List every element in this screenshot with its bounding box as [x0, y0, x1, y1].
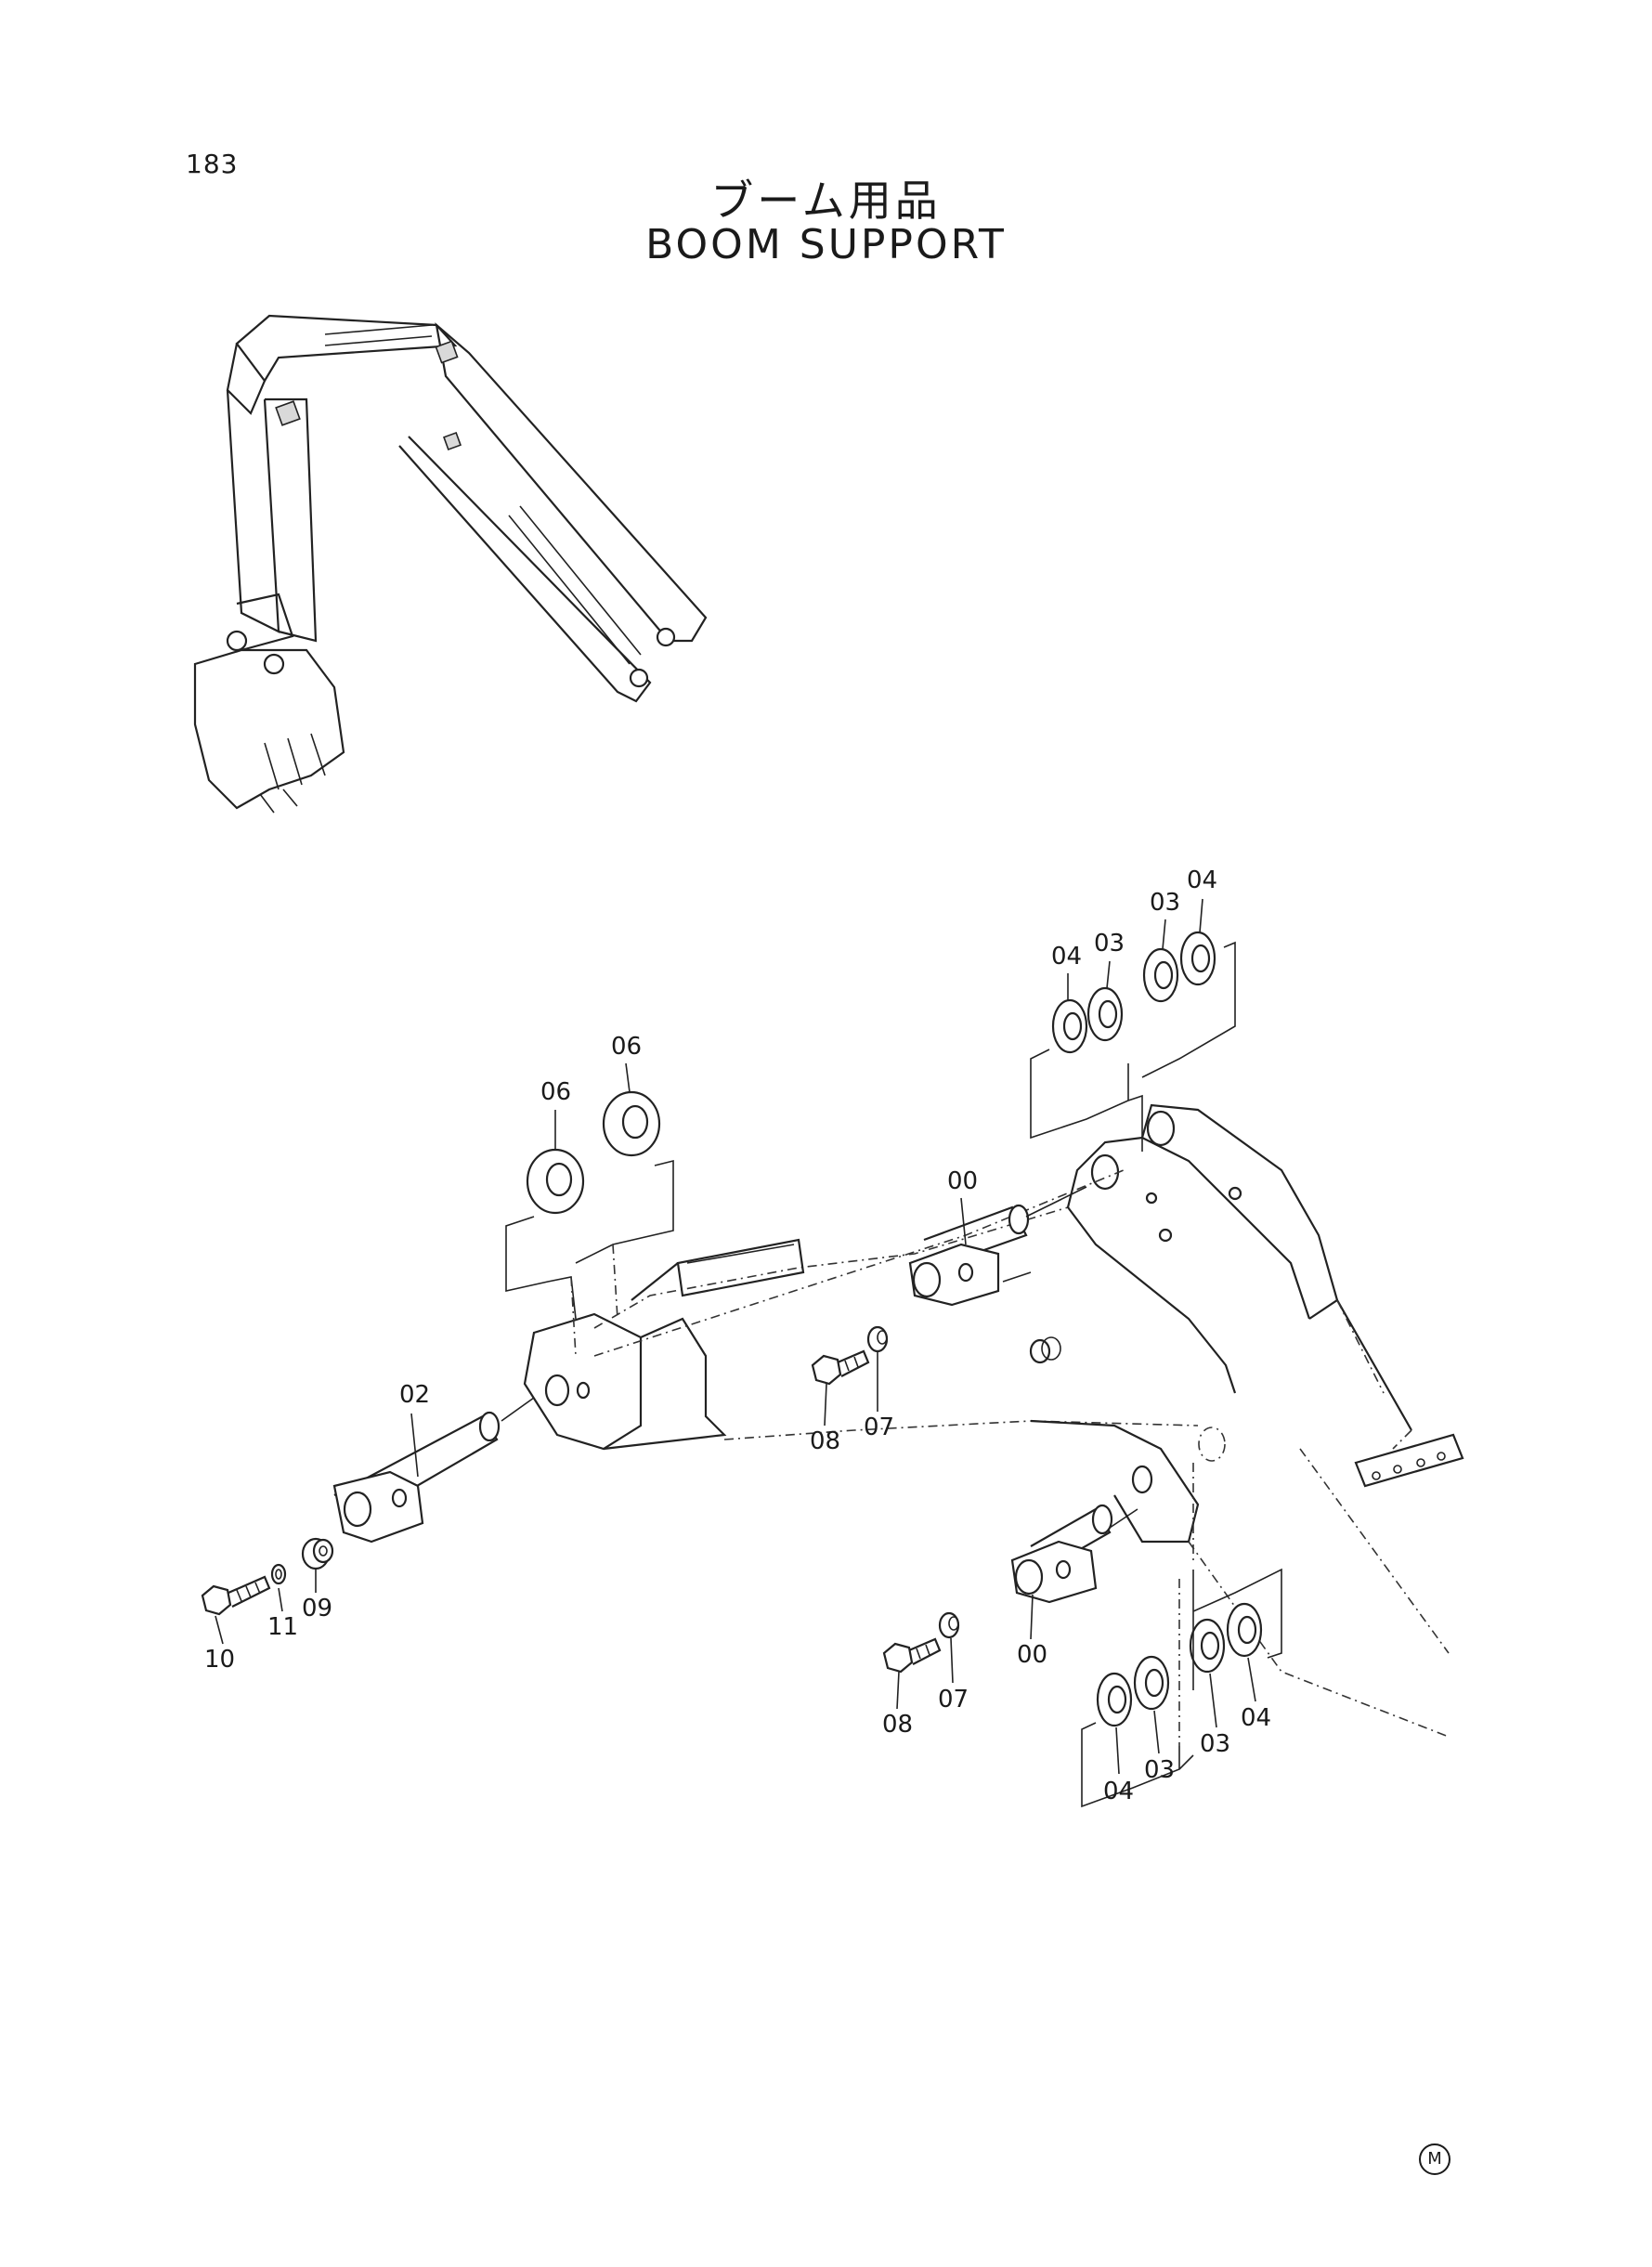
- callout-04-lower-a: 04: [1103, 1778, 1134, 1805]
- callout-04-lower-b: 04: [1241, 1704, 1271, 1732]
- page-number: 183: [186, 149, 239, 179]
- boom-structure: [523, 1103, 1464, 1738]
- washer-04-upper-b: [1179, 931, 1216, 986]
- callout-07-upper: 07: [864, 1414, 894, 1441]
- overview-illustration: [193, 314, 708, 814]
- pin-00-lower: [1010, 1504, 1138, 1604]
- washer-03-upper-a: [1086, 986, 1124, 1042]
- callout-06-left: 06: [540, 1078, 571, 1106]
- callout-11: 11: [267, 1613, 298, 1641]
- leader-lines: [215, 898, 1256, 1775]
- callout-03-upper-b: 03: [1150, 889, 1180, 917]
- callout-10: 10: [204, 1646, 235, 1674]
- callout-03-upper-a: 03: [1094, 930, 1125, 958]
- washer-04-upper-a: [1051, 998, 1088, 1054]
- callout-02: 02: [399, 1381, 430, 1409]
- washer-04-lower-a: [1096, 1672, 1133, 1727]
- pin-00-upper: [908, 1186, 1087, 1307]
- bolt-08-upper: [811, 1349, 870, 1386]
- callout-08-lower: 08: [882, 1711, 913, 1739]
- washer-06-rear: [602, 1090, 661, 1157]
- washer-03-04-lower-bracket: [1081, 1568, 1282, 1808]
- page-title-english: BOOM SUPPORT: [645, 221, 1007, 268]
- spring-washer-11: [270, 1563, 287, 1585]
- washer-03-lower-b: [1189, 1618, 1226, 1674]
- washer-03-upper-b: [1142, 947, 1179, 1003]
- washer-07-upper: [866, 1325, 889, 1353]
- page-title-japanese: ブーム用品: [710, 176, 942, 226]
- washer-03-04-upper-bracket: [1030, 941, 1236, 1152]
- washer-03-lower-a: [1133, 1655, 1170, 1711]
- callout-00-lower: 00: [1017, 1641, 1047, 1669]
- washer-04-lower-b: [1226, 1602, 1263, 1658]
- callout-00-upper: 00: [947, 1167, 978, 1195]
- callout-03-lower-a: 03: [1144, 1756, 1175, 1784]
- pin-02: [332, 1397, 535, 1544]
- washer-07-lower: [938, 1611, 960, 1639]
- washer-09: [301, 1537, 334, 1570]
- washer-06-front: [526, 1148, 585, 1215]
- maker-mark: M: [1419, 2143, 1450, 2175]
- callout-03-lower-b: 03: [1200, 1730, 1230, 1758]
- callout-09: 09: [302, 1595, 332, 1622]
- callout-08-upper: 08: [810, 1427, 840, 1455]
- bolt-08-lower: [882, 1637, 942, 1674]
- callout-07-lower: 07: [938, 1686, 969, 1713]
- callout-04-upper-b: 04: [1187, 866, 1217, 894]
- bolt-10: [201, 1575, 271, 1616]
- callout-06-right: 06: [611, 1033, 642, 1061]
- callout-04-upper-a: 04: [1051, 943, 1082, 971]
